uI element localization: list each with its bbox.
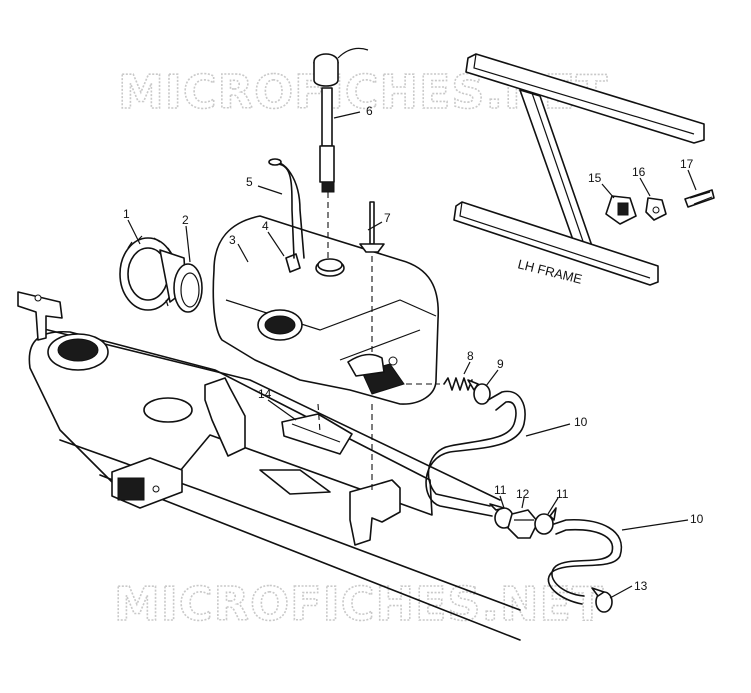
bracket-assembly [605, 189, 715, 225]
fuel-gauge-sender [313, 47, 369, 193]
callout-7: 7 [384, 211, 391, 225]
callout-leaders [127, 111, 697, 599]
lh-frame-label: LH FRAME [516, 256, 584, 287]
callout-11-left: 11 [494, 483, 507, 497]
callout-10-lower: 10 [690, 512, 704, 526]
callout-16: 16 [632, 165, 646, 179]
lh-frame [453, 53, 705, 286]
callout-14: 14 [258, 387, 272, 401]
fuel-tank [212, 215, 440, 405]
inline-filter [507, 509, 539, 539]
watermark-bottom: MICROFICHES.NET [114, 577, 604, 631]
callout-5: 5 [246, 175, 253, 189]
callout-10-upper: 10 [574, 415, 588, 429]
chassis-frame [17, 291, 521, 641]
spring [443, 377, 473, 391]
callout-13: 13 [634, 579, 648, 593]
callout-4: 4 [262, 219, 269, 233]
callout-17: 17 [680, 157, 694, 171]
callout-2: 2 [182, 213, 189, 227]
hose-clamp-9 [467, 379, 491, 405]
callout-15: 15 [588, 171, 602, 185]
callout-6: 6 [366, 104, 373, 118]
callout-12: 12 [516, 487, 530, 501]
hose-clamp-11-right [534, 507, 557, 535]
pickup-pin [359, 201, 385, 253]
callout-1: 1 [123, 207, 130, 221]
callout-9: 9 [497, 357, 504, 371]
fuel-hose-lower [547, 519, 623, 605]
callout-3: 3 [229, 233, 236, 247]
callout-11-right: 11 [556, 487, 569, 501]
cap-gasket [173, 263, 203, 313]
hose-clamp-13 [591, 587, 613, 613]
callout-8: 8 [467, 349, 474, 363]
fuel-hose-upper [425, 390, 526, 517]
